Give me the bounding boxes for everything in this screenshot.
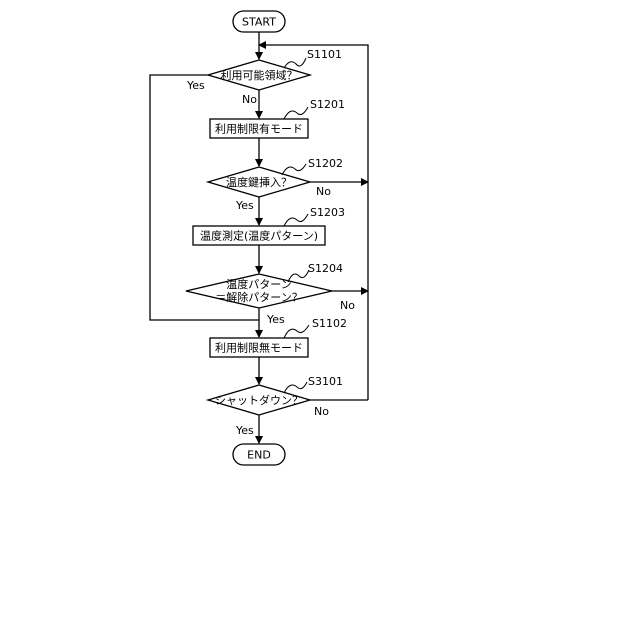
process-s1203-text: 温度測定(温度パターン) (200, 229, 318, 243)
ref-leader-s1203 (284, 214, 308, 226)
decision-s1101-text: 利用可能領域？ (221, 68, 298, 82)
ref-leader-s3101 (284, 382, 307, 393)
start-label: START (242, 16, 276, 29)
ref-s3101: S3101 (308, 375, 343, 388)
ref-s1102: S1102 (312, 317, 347, 330)
label-s3101-yes: Yes (235, 424, 254, 437)
process-s1201-text: 利用制限有モード (215, 122, 303, 136)
ref-s1204: S1204 (308, 262, 343, 275)
label-s1101-yes: Yes (186, 79, 205, 92)
label-s1204-yes: Yes (266, 313, 285, 326)
decision-s1204-text-line1: 温度パターン (226, 277, 291, 291)
ref-leader-s1101 (284, 58, 306, 68)
ref-leader-s1202 (282, 164, 306, 175)
label-s1202-yes: Yes (235, 199, 254, 212)
ref-s1202: S1202 (308, 157, 343, 170)
ref-leader-s1201 (284, 107, 308, 119)
ref-s1203: S1203 (310, 206, 345, 219)
process-s1102-text: 利用制限無モード (215, 341, 303, 355)
label-s1204-no: No (340, 299, 355, 312)
label-s3101-no: No (314, 405, 329, 418)
ref-s1101: S1101 (307, 48, 342, 61)
decision-s3101-text: シャットダウン？ (215, 393, 303, 407)
ref-leader-s1102 (284, 325, 309, 338)
end-label: END (247, 449, 271, 462)
label-s1202-no: No (316, 185, 331, 198)
decision-s1202-text: 温度鍵挿入？ (226, 175, 292, 189)
label-s1101-no: No (242, 93, 257, 106)
decision-s1204-text-line2: ＝解除パターン？ (215, 290, 302, 304)
ref-s1201: S1201 (310, 98, 345, 111)
